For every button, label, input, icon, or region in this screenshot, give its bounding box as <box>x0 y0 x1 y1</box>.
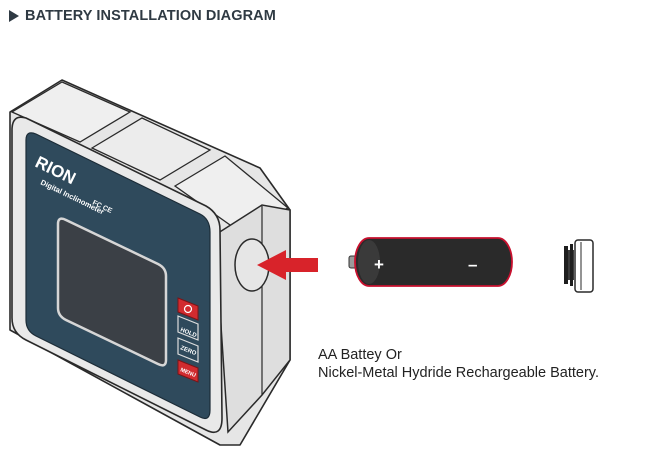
battery-minus: – <box>468 255 477 274</box>
diagram-title: BATTERY INSTALLATION DIAGRAM <box>25 8 276 24</box>
caption-line-1: AA Battey Or <box>318 347 402 363</box>
header: BATTERY INSTALLATION DIAGRAM <box>9 7 276 25</box>
zero-button[interactable]: ZERO <box>177 337 199 363</box>
menu-button[interactable]: MENU <box>177 359 199 383</box>
insert-arrow-icon <box>257 250 318 280</box>
battery-cap <box>564 239 594 293</box>
hold-button[interactable]: HOLD <box>177 315 199 341</box>
lcd-screen <box>56 217 168 367</box>
zero-label: ZERO <box>179 345 197 357</box>
aa-battery: + – <box>348 237 513 287</box>
power-button[interactable] <box>177 297 199 321</box>
inclinometer-device: RION Digital Inclinometer FC CE HOLD ZER… <box>9 79 291 446</box>
battery-plus: + <box>374 255 384 274</box>
power-icon <box>183 304 193 314</box>
caption-line-2: Nickel-Metal Hydride Rechargeable Batter… <box>318 365 599 381</box>
battery-caption: AA Battey Or Nickel-Metal Hydride Rechar… <box>318 346 599 382</box>
triangle-right-icon <box>9 10 19 22</box>
menu-label: MENU <box>179 367 196 379</box>
